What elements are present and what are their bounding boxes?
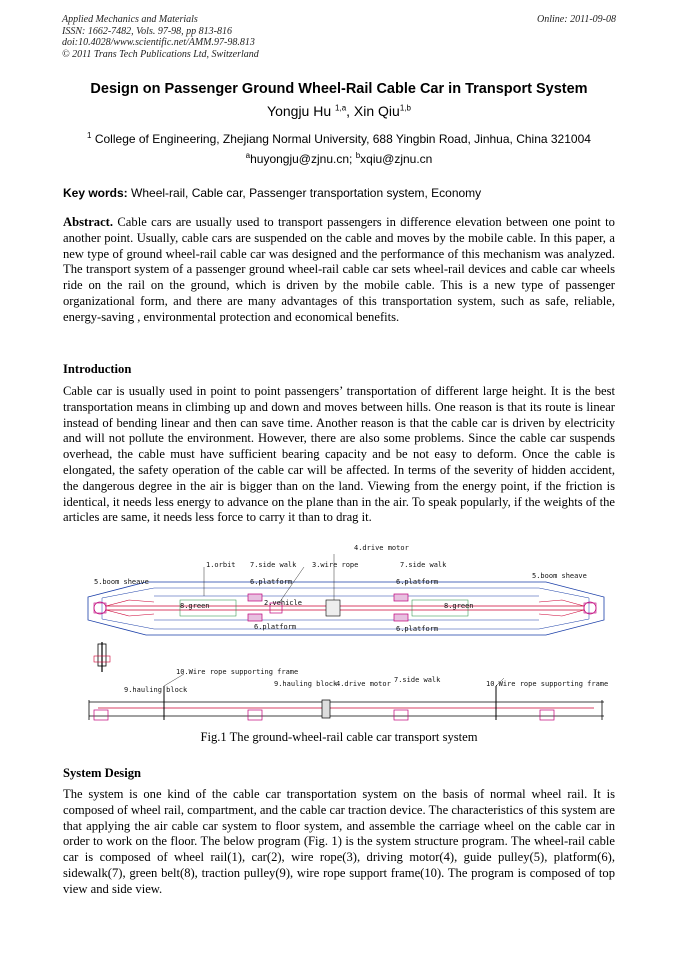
abstract: Abstract. Cable cars are usually used to…	[63, 215, 615, 326]
paper-title: Design on Passenger Ground Wheel-Rail Ca…	[90, 81, 588, 97]
label-drive-motor: 4.drive motor	[354, 544, 409, 552]
system-design-heading: System Design	[63, 766, 142, 780]
car	[539, 709, 555, 721]
email-a-sup: a	[245, 151, 251, 160]
label-boom-sheave-left: 5.boom sheave	[94, 578, 149, 586]
label-side-walk: 7.side walk	[400, 561, 447, 569]
author-2-sup: 1,b	[399, 103, 411, 113]
label-platform: 6.platform	[254, 623, 296, 631]
label-side-walk: 7.side walk	[250, 561, 297, 569]
label-boom-sheave-right: 5.boom sheave	[532, 572, 587, 580]
introduction-text: Cable car is usually used in point to po…	[63, 384, 615, 525]
traction-pulley-wheel	[93, 655, 111, 663]
affiliation-sup: 1	[87, 131, 92, 140]
email-a: huyongju@zjnu.cn;	[250, 152, 356, 166]
introduction-heading: Introduction	[63, 362, 132, 376]
vehicle	[269, 602, 283, 614]
platform-block	[393, 593, 409, 602]
drive-motor	[325, 599, 341, 617]
car	[93, 709, 109, 721]
issn: ISSN: 1662-7482, Vols. 97-98, pp 813-816	[62, 25, 232, 37]
affiliation: 1 College of Engineering, Zhejiang Norma…	[40, 131, 638, 146]
keywords-text: Wheel-rail, Cable car, Passenger transpo…	[131, 186, 482, 200]
side-view: 10.Wire rope supporting frame 10.Wire ro…	[88, 642, 608, 721]
system-design-text: The system is one kind of the cable car …	[63, 787, 615, 896]
label-vehicle: 2.vehicle	[264, 599, 302, 607]
label-hauling-block: 9.hauling block	[274, 680, 338, 688]
author-2: Xin Qiu	[353, 103, 400, 119]
doi: doi:10.4028/www.scientific.net/AMM.97-98…	[62, 37, 255, 48]
author-1-sup: 1,a	[335, 103, 347, 113]
system-figure: 4.drive motor 1.orbit 7.side walk 3.wire…	[87, 544, 608, 721]
abstract-label: Abstract.	[63, 215, 114, 229]
journal-name: Applied Mechanics and Materials	[62, 14, 198, 25]
platform-block	[393, 613, 409, 622]
copyright: © 2011 Trans Tech Publications Ltd, Swit…	[62, 48, 259, 60]
boom-sheave	[583, 601, 597, 615]
green-belt	[179, 599, 237, 617]
leader-line	[495, 677, 505, 687]
green-belt	[411, 599, 469, 617]
platform-block	[247, 593, 263, 602]
track-inner-outline	[101, 587, 590, 630]
abstract-text: Cable cars are usually used to transport…	[63, 215, 615, 324]
figure-caption: Fig.1 The ground-wheel-rail cable car tr…	[200, 730, 478, 744]
journal-header: Applied Mechanics and Materials ISSN: 16…	[62, 14, 616, 60]
affiliation-text: College of Engineering, Zhejiang Normal …	[94, 132, 591, 146]
label-platform: 6.platform	[396, 578, 438, 586]
label-platform: 6.platform	[250, 578, 292, 586]
car	[247, 709, 263, 721]
label-green: 8.green	[444, 602, 474, 610]
boom-sheave	[93, 601, 107, 615]
car	[393, 709, 409, 721]
keywords-label: Key words:	[63, 186, 128, 200]
label-wire-rope: 3.wire rope	[312, 561, 358, 569]
boom-sheave-frame	[93, 602, 107, 614]
label-frame-right: 10.Wire rope supporting frame	[486, 680, 608, 688]
drive-motor-side	[321, 699, 331, 719]
emails: ahuyongju@zjnu.cn; bxqiu@zjnu.cn	[40, 151, 638, 166]
leader-line	[278, 566, 305, 604]
label-drive-motor: 4.drive motor	[336, 680, 391, 688]
cable-line	[105, 609, 155, 617]
leader-line	[163, 673, 185, 687]
label-side-walk: 7.side walk	[394, 676, 441, 684]
platform-block	[247, 613, 263, 622]
label-platform: 6.platform	[396, 625, 438, 633]
author-1: Yongju Hu	[267, 103, 332, 119]
authors: Yongju Hu 1,a, Xin Qiu1,b	[40, 103, 638, 119]
label-green: 8.green	[180, 602, 210, 610]
email-b: xqiu@zjnu.cn	[360, 152, 433, 166]
author-separator: ,	[346, 103, 354, 119]
cable-line	[538, 609, 585, 617]
boom-sheave-frame	[583, 602, 597, 614]
label-orbit: 1.orbit	[206, 561, 236, 569]
track-outline	[87, 581, 605, 636]
label-frame-left: 10.Wire rope supporting frame	[176, 668, 298, 676]
traction-pulley	[97, 643, 107, 667]
keywords: Key words: Wheel-rail, Cable car, Passen…	[63, 186, 617, 200]
cable-line	[105, 599, 155, 607]
top-view: 4.drive motor 1.orbit 7.side walk 3.wire…	[87, 544, 605, 636]
cable-line	[538, 599, 585, 607]
label-hauling-block: 9.hauling block	[124, 686, 188, 694]
email-b-sup: b	[355, 151, 361, 160]
online-date: Online: 2011-09-08	[537, 14, 616, 25]
